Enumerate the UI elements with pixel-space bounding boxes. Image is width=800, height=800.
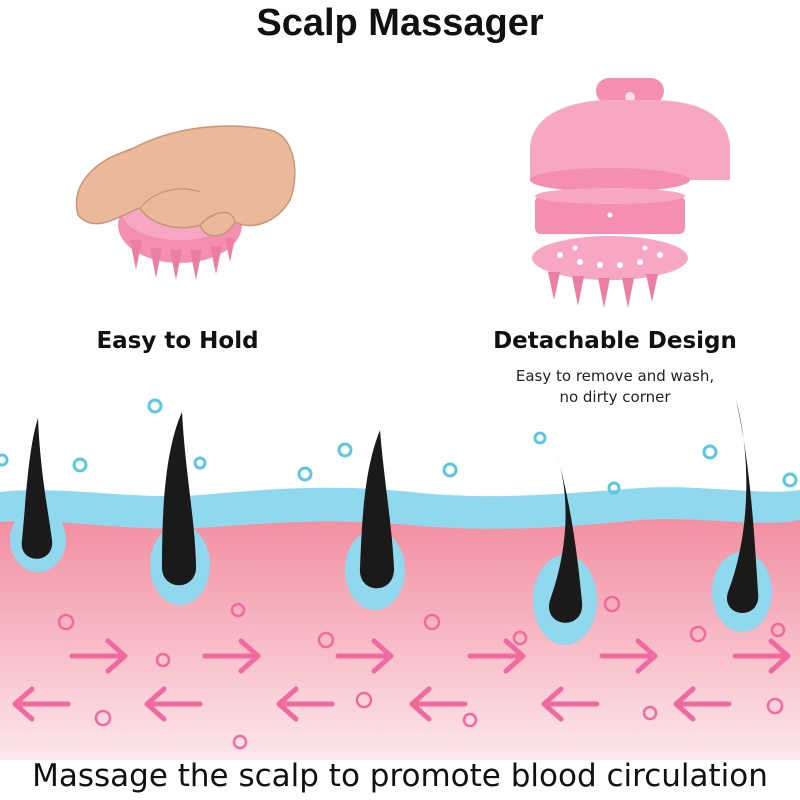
bottom-caption: Massage the scalp to promote blood circu…	[32, 758, 768, 794]
feature-description-line-2: no dirty corner	[559, 388, 671, 406]
scalp-surface-layer	[0, 487, 800, 529]
feature-label-detachable-design: Detachable Design	[493, 328, 737, 354]
scalp-cross-section	[0, 398, 800, 760]
bubbles	[0, 398, 798, 495]
hair-strands	[21, 400, 759, 623]
circulation-arrows-right	[69, 638, 791, 674]
page-title: Scalp Massager	[256, 2, 544, 44]
blood-cells	[57, 595, 786, 750]
product-illustrations	[75, 78, 730, 308]
feature-description-line-1: Easy to remove and wash,	[515, 367, 715, 385]
skin-layer	[0, 503, 800, 760]
feature-label-easy-to-hold: Easy to Hold	[96, 328, 259, 354]
detachable-massager-image	[530, 78, 730, 308]
circulation-arrows-left	[12, 686, 732, 722]
hand-holding-massager-image	[75, 125, 296, 280]
